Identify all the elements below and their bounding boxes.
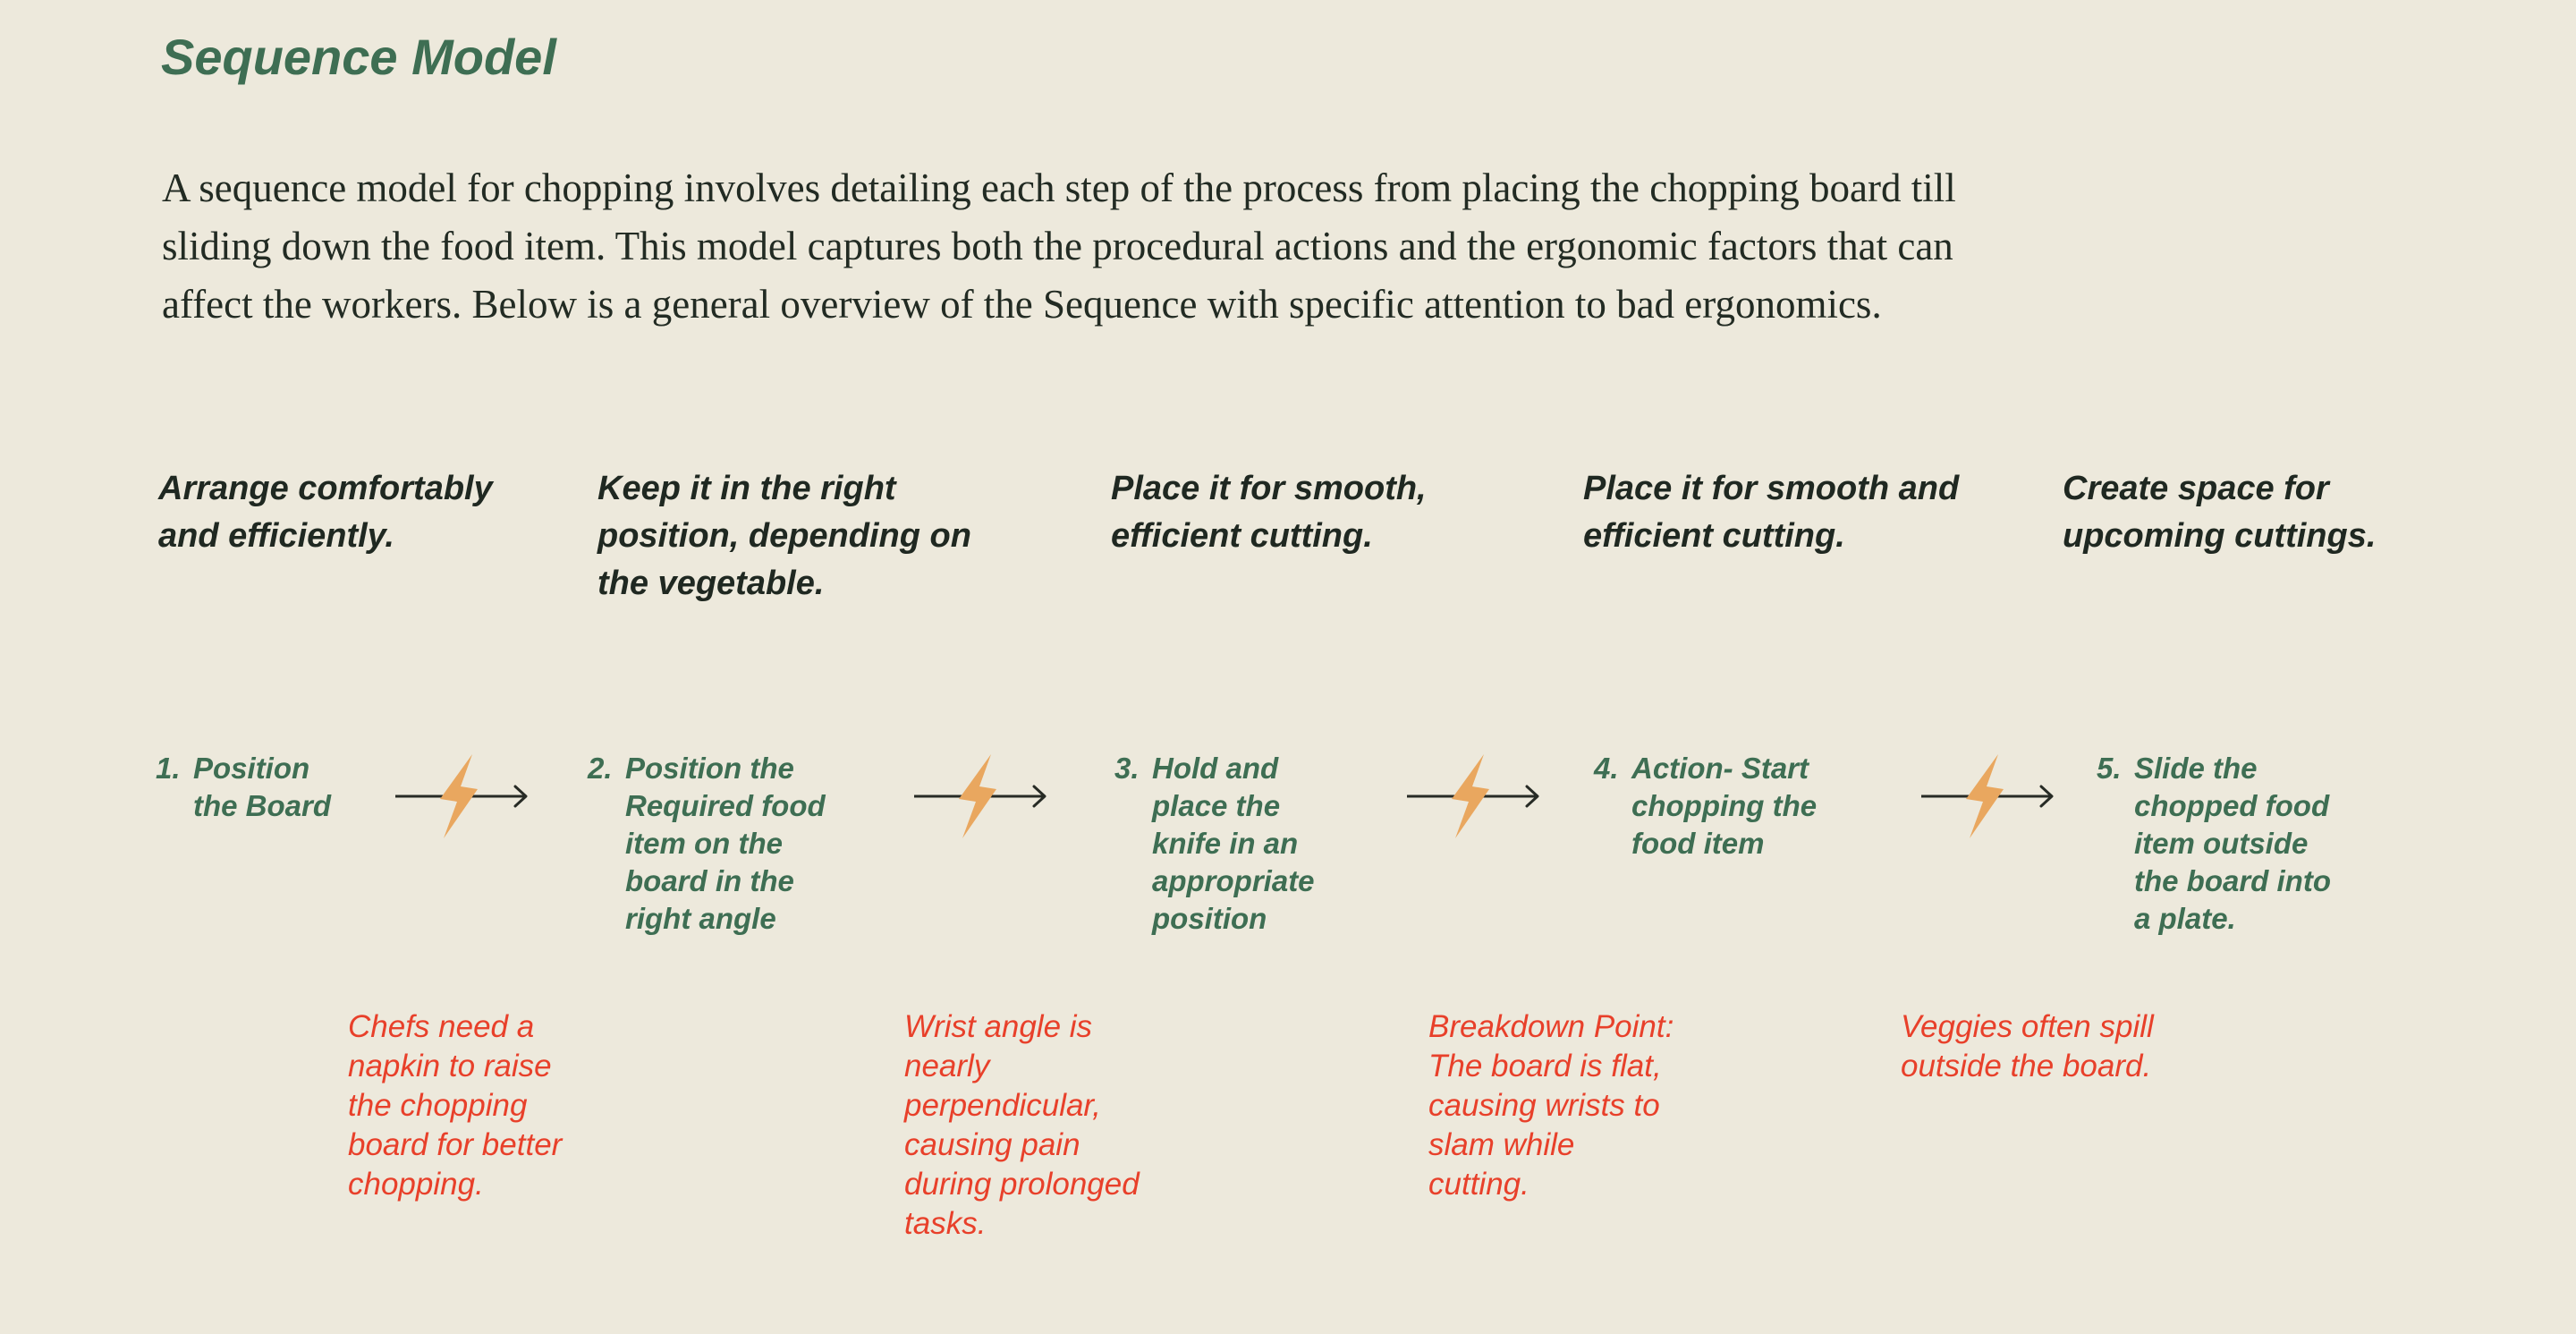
step-item: 4. Action- Start chopping the food item — [1594, 750, 1817, 862]
arrow-right-icon — [1407, 754, 1539, 838]
step-item: 1. Position the Board — [156, 750, 331, 825]
step-label: Slide the chopped food item outside the … — [2134, 752, 2331, 935]
transition-arrow — [1405, 747, 1557, 845]
arrow-head-icon — [1525, 785, 1539, 808]
lightning-bolt-icon — [1966, 754, 2004, 838]
lightning-bolt-icon — [440, 754, 478, 838]
step-number: 3. — [1114, 752, 1140, 785]
lightning-bolt-icon — [1452, 754, 1489, 838]
step-hint: Create space for upcoming cuttings. — [2063, 470, 2377, 555]
step-hint: Place it for smooth, efficient cutting. — [1111, 470, 1427, 555]
breakdown-note: Wrist angle is nearly perpendicular, cau… — [904, 1009, 1140, 1241]
step-hint: Arrange comfortably and efficiently. — [158, 470, 493, 555]
step-number: 5. — [2097, 752, 2122, 785]
step-number: 4. — [1594, 752, 1619, 785]
step-hint: Keep it in the right position, depending… — [597, 470, 971, 602]
step-number: 2. — [588, 752, 613, 785]
step-item: 3. Hold and place the knife in an approp… — [1114, 750, 1315, 938]
arrow-right-icon — [1921, 754, 2054, 838]
transition-arrow — [394, 747, 546, 845]
step-label: Position the Board — [193, 752, 332, 822]
step-hint: Place it for smooth and efficient cuttin… — [1583, 470, 1960, 555]
transition-arrow — [1919, 747, 2072, 845]
arrow-head-icon — [1032, 785, 1046, 808]
arrow-right-icon — [395, 754, 528, 838]
intro-paragraph: A sequence model for chopping involves d… — [162, 166, 1956, 327]
page-title: Sequence Model — [161, 29, 556, 85]
arrow-right-icon — [914, 754, 1046, 838]
breakdown-note: Veggies often spill outside the board. — [1901, 1009, 2154, 1083]
breakdown-note: Breakdown Point: The board is flat, caus… — [1428, 1009, 1674, 1202]
step-number: 1. — [156, 752, 181, 785]
step-item: 5. Slide the chopped food item outside t… — [2097, 750, 2331, 938]
step-label: Action- Start chopping the food item — [1631, 752, 1818, 860]
lightning-bolt-icon — [959, 754, 996, 838]
arrow-head-icon — [513, 785, 528, 808]
breakdown-note: Chefs need a napkin to raise the choppin… — [348, 1009, 563, 1202]
arrow-head-icon — [2039, 785, 2054, 808]
step-label: Position the Required food item on the b… — [625, 752, 826, 935]
transition-arrow — [912, 747, 1064, 845]
step-item: 2. Position the Required food item on th… — [588, 750, 826, 938]
step-label: Hold and place the knife in an appropria… — [1152, 752, 1315, 935]
